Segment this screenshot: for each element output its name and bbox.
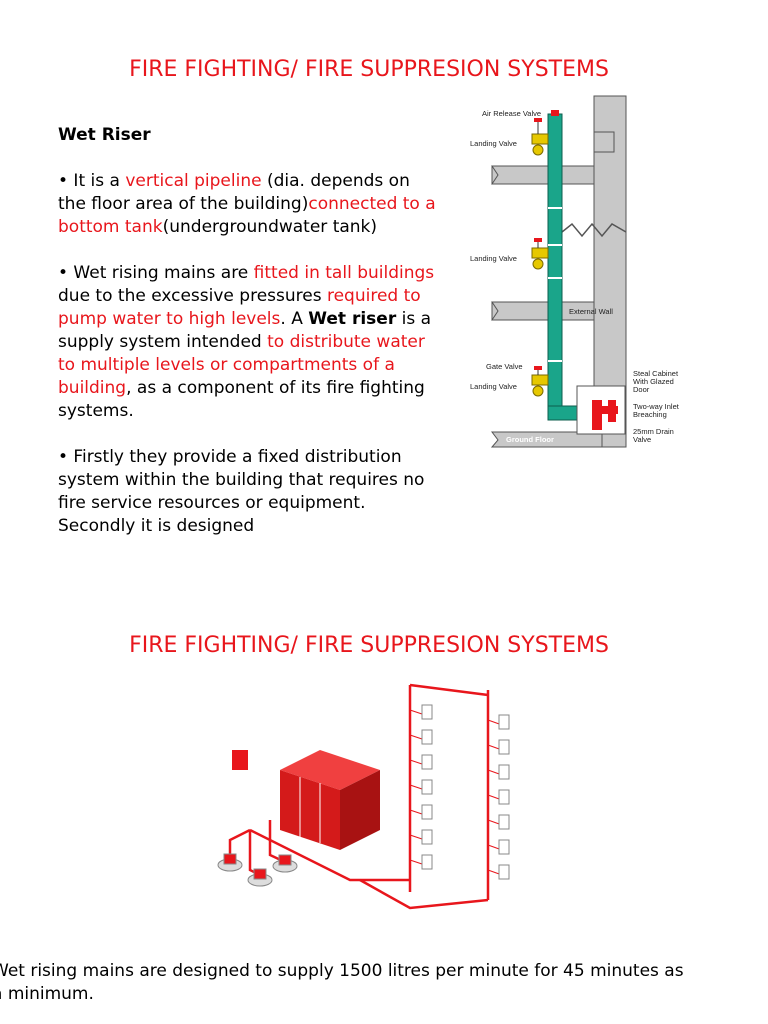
slide-1: FIRE FIGHTING/ FIRE SUPPRESION SYSTEMS W… [58,57,681,576]
pump-icons [217,853,298,887]
slide-body: Wet Riser • It is a vertical pipeline (d… [58,124,438,576]
landing-valve-icon [531,238,549,270]
landing-valve-boxes [421,704,510,880]
floor-slabs [490,165,603,448]
pipe-joints [548,207,562,362]
label-external-wall: External Wall [569,307,613,316]
label-drain-valve: 25mm Drain Valve [633,427,676,444]
label-steel-cabinet: Steal Cabinet With Glazed Door [633,369,680,394]
landing-valve-icon [531,118,549,156]
footer-text: Wet rising mains are designed to supply … [0,961,684,1004]
label-landing-valve: Landing Valve [470,254,517,263]
control-panel-icon [232,750,248,770]
water-tank-icon [280,750,380,850]
air-release-valve-icon [551,110,559,116]
label-ground-floor: Ground Floor [506,435,554,444]
label-gate-valve: Gate Valve [486,362,523,371]
inlet-breaching-icon [592,400,618,430]
slide-title: FIRE FIGHTING/ FIRE SUPPRESION SYSTEMS [129,57,609,82]
riser-pipe [547,113,563,420]
wet-riser-isometric-diagram [217,683,510,910]
slide-title: FIRE FIGHTING/ FIRE SUPPRESION SYSTEMS [129,633,609,658]
label-landing-valve: Landing Valve [470,139,517,148]
wet-riser-diagram: Air Release Valve Landing Valve Landing … [470,95,681,448]
label-inlet-breaching: Two-way Inlet Breaching [633,402,681,419]
landing-valve-icon [531,366,549,397]
break-line [561,222,627,238]
slide-2: FIRE FIGHTING/ FIRE SUPPRESION SYSTEMS [0,590,768,1024]
paragraph-2: • Wet rising mains are fitted in tall bu… [58,263,435,421]
label-landing-valve: Landing Valve [470,382,517,391]
paragraph-3: • Firstly they provide a fixed distribut… [58,447,425,536]
paragraph-1: • It is a vertical pipeline (dia. depend… [58,171,436,237]
section-heading: Wet Riser [58,125,151,145]
label-air-release-valve: Air Release Valve [482,109,541,118]
